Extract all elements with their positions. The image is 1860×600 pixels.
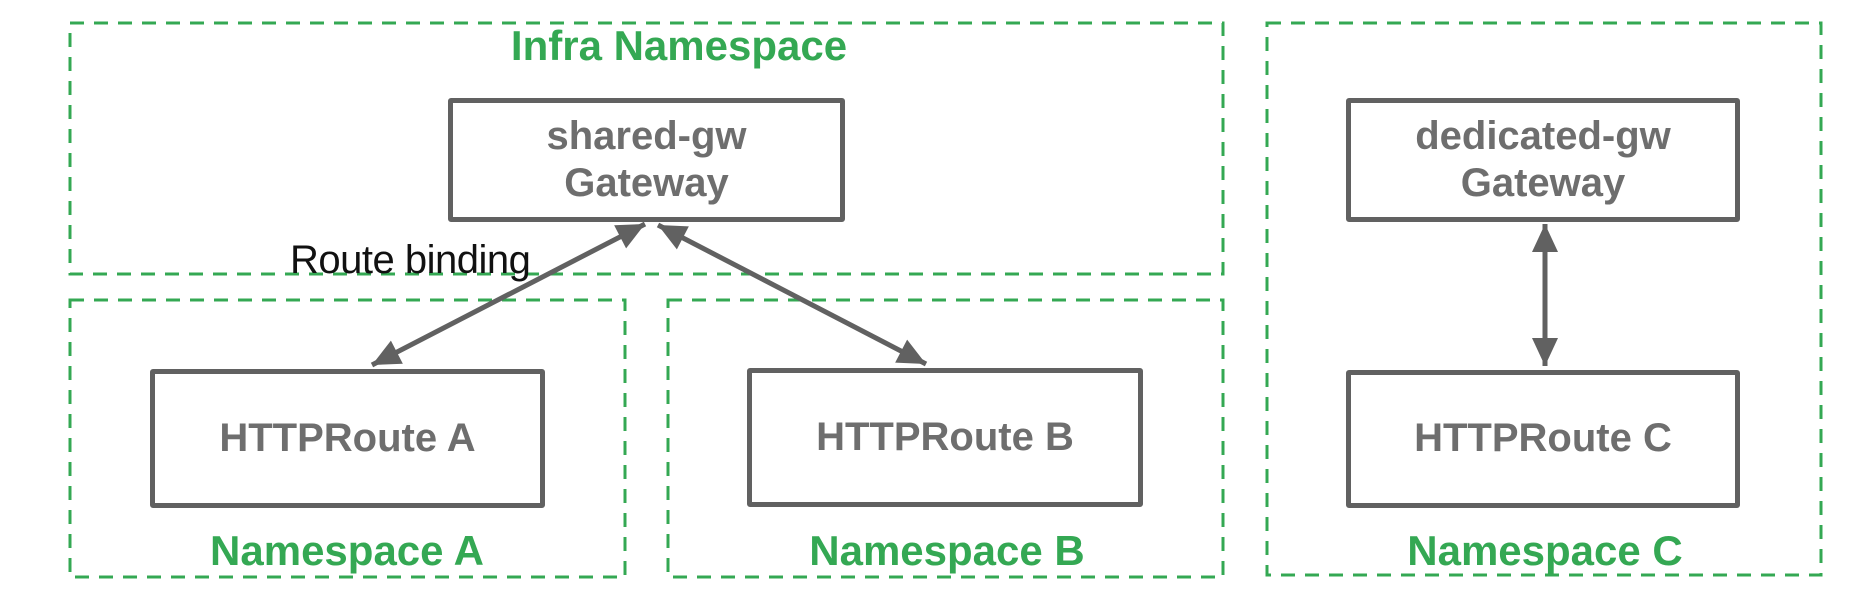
httproute-b-label: HTTPRoute B: [816, 414, 1074, 459]
arrow-httproute-b-to-shared-gw: [656, 222, 928, 367]
namespace-a-boundary: [68, 298, 627, 579]
dedicated-gw-gateway-node: dedicated-gw Gateway: [1346, 98, 1740, 222]
arrow-httproute-a-to-shared-gw: [370, 221, 647, 368]
infra-namespace-title: Infra Namespace: [510, 22, 848, 69]
httproute-c-node: HTTPRoute C: [1346, 370, 1740, 508]
infra-namespace-boundary: [68, 21, 1225, 276]
namespace-c-title: Namespace C: [1407, 527, 1683, 574]
shared-gw-gateway-name: shared-gw: [546, 113, 747, 158]
httproute-b-node: HTTPRoute B: [747, 368, 1143, 507]
httproute-a-node: HTTPRoute A: [150, 369, 545, 508]
namespace-b-title: Namespace B: [809, 527, 1085, 574]
route-binding-label: Route binding: [290, 238, 531, 282]
namespace-a-title: Namespace A: [210, 527, 484, 574]
namespace-b-boundary: [666, 298, 1225, 579]
shared-gw-gateway-node: shared-gw Gateway: [448, 98, 845, 222]
httproute-c-label: HTTPRoute C: [1414, 416, 1672, 461]
httproute-a-label: HTTPRoute A: [219, 415, 476, 460]
dedicated-gw-gateway-name: dedicated-gw: [1415, 113, 1671, 158]
dedicated-gw-gateway-kind: Gateway: [1460, 161, 1626, 205]
shared-gw-gateway-kind: Gateway: [564, 161, 729, 205]
namespace-c-boundary: [1265, 21, 1823, 577]
